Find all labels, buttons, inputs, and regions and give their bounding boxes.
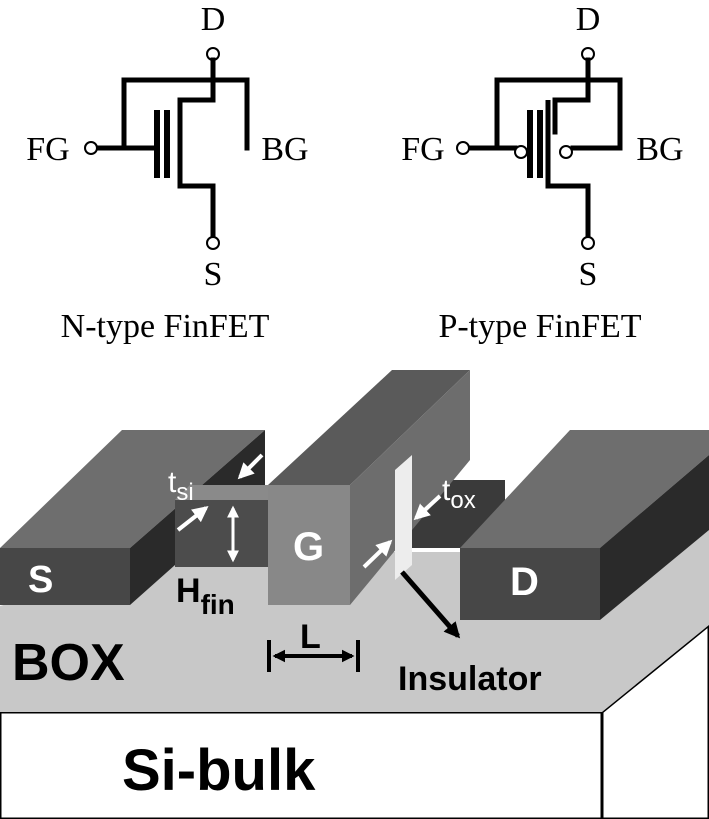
- source-region-label: S: [28, 559, 53, 601]
- source-pad-front: [0, 548, 130, 605]
- tox-main: t: [442, 474, 451, 507]
- drain-pad-front: [460, 548, 600, 620]
- gate-length-label: L: [300, 618, 321, 656]
- hfin-main: H: [176, 572, 201, 610]
- tox-sub: ox: [450, 487, 475, 514]
- fin-top: [175, 485, 285, 500]
- insulator-pointer-arrow: [400, 570, 461, 639]
- gate-front-face: [268, 485, 350, 605]
- tsi-sub: si: [176, 479, 193, 506]
- p-type-finfet-symbol: D FG BG S P-type FinFET: [401, 1, 683, 345]
- tox-arrow-right: [362, 539, 393, 569]
- p-drain-label: D: [576, 1, 601, 38]
- p-source-label: S: [579, 256, 598, 293]
- tsi-label: tsi: [168, 466, 194, 506]
- n-bg-loop-wire: [121, 77, 250, 151]
- n-front-gate-label: FG: [26, 131, 69, 168]
- n-back-gate-label: BG: [261, 131, 308, 168]
- drain-pad-side: [600, 455, 709, 620]
- p-source-terminal: [581, 236, 595, 250]
- finfet-3d-structure: S G D BOX Si-bulk tsi Hfin tox L Insulat…: [0, 370, 709, 819]
- p-front-gate-bubble: [514, 145, 528, 159]
- n-drain-label: D: [201, 1, 226, 38]
- p-back-gate-bubble: [559, 145, 573, 159]
- hfin-sub: fin: [201, 589, 235, 620]
- box-label: BOX: [12, 634, 125, 692]
- p-drain-wire: [552, 57, 591, 135]
- tsi-main: t: [168, 466, 177, 499]
- n-drain-wire: [177, 57, 216, 135]
- tox-label: tox: [442, 474, 476, 514]
- hfin-label: Hfin: [176, 572, 235, 620]
- fin-left-face: [175, 500, 268, 567]
- n-source-wire: [177, 183, 216, 239]
- n-source-label: S: [204, 256, 223, 293]
- drain-region-label: D: [510, 560, 539, 604]
- n-type-caption: N-type FinFET: [61, 308, 270, 345]
- p-back-gate-label: BG: [636, 131, 683, 168]
- n-type-finfet-symbol: D FG BG S N-type FinFET: [26, 1, 308, 345]
- drain-pad-top: [460, 430, 709, 548]
- p-type-caption: P-type FinFET: [438, 308, 641, 345]
- p-bg-loop-wire: [494, 77, 623, 151]
- gate-oxide: [395, 455, 412, 580]
- p-front-gate-label: FG: [401, 131, 444, 168]
- tsi-arrow-left: [237, 453, 264, 480]
- tsi-arrow-right: [176, 506, 209, 532]
- p-source-wire: [545, 183, 591, 239]
- gate-label: G: [293, 525, 324, 569]
- substrate-label: Si-bulk: [122, 738, 316, 803]
- tox-arrow-left: [413, 494, 442, 521]
- gate-top-face: [268, 370, 470, 485]
- insulator-label: Insulator: [398, 660, 542, 698]
- n-source-terminal: [206, 236, 220, 250]
- p-front-gate-terminal: [456, 141, 470, 155]
- source-pad-top: [0, 430, 265, 548]
- n-front-gate-terminal: [84, 141, 98, 155]
